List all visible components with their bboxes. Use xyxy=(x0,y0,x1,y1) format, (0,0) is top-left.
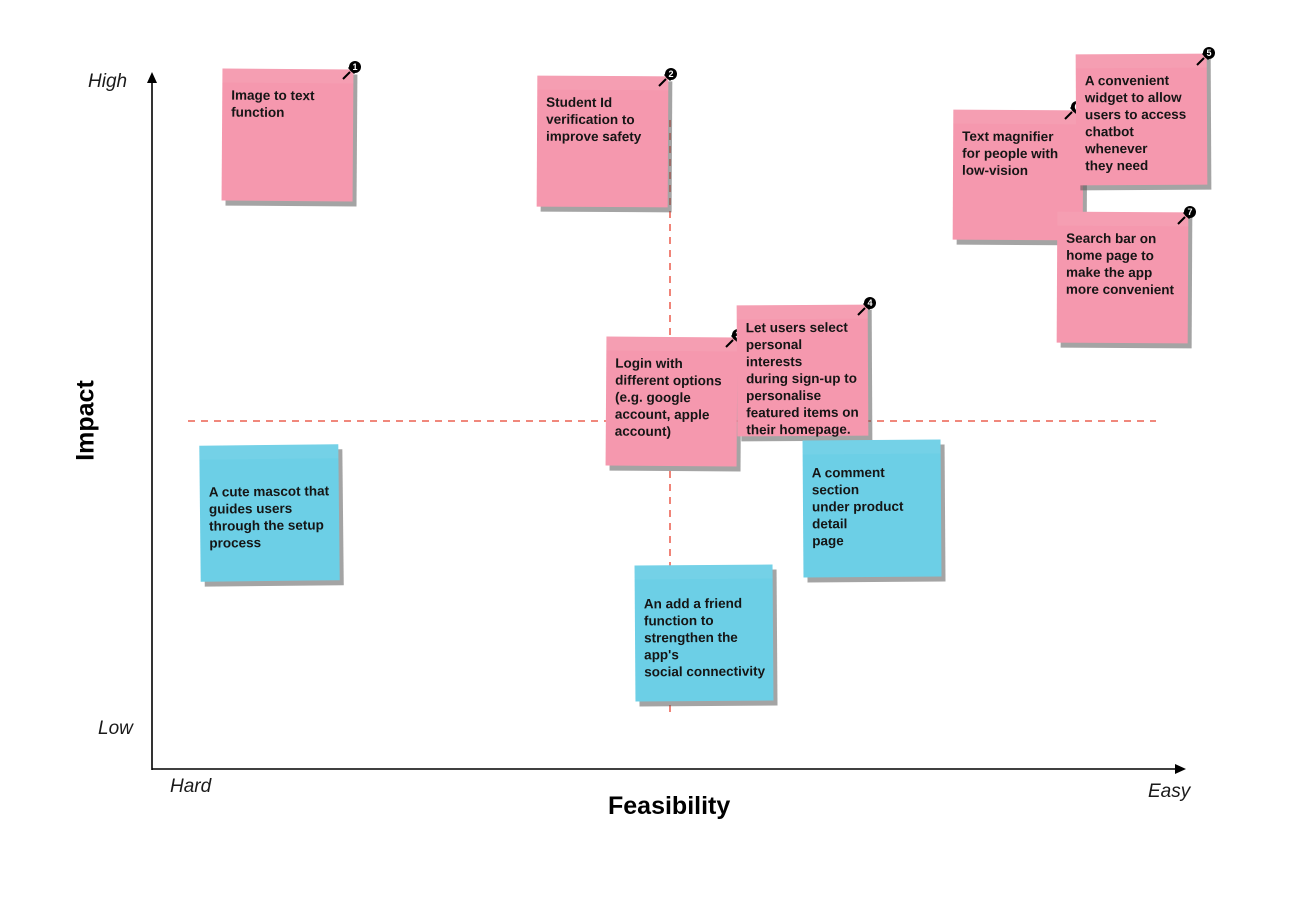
sticky-note-1[interactable]: Image to text function xyxy=(221,68,354,202)
sticky-note-text: Let users select personal interests duri… xyxy=(745,319,859,438)
sticky-note-3[interactable]: Login with different options (e.g. googl… xyxy=(605,336,738,467)
sticky-note-text: An add a friend function to strengthen t… xyxy=(643,595,766,680)
sticky-note-text: Student Id verification to improve safet… xyxy=(545,94,642,145)
pushpin-icon: 7 xyxy=(1175,205,1197,227)
x-hard-label: Hard xyxy=(170,776,212,797)
sticky-note-text: Search bar on home page to make the app … xyxy=(1065,230,1175,298)
sticky-note-text: A convenient widget to allow users to ac… xyxy=(1084,72,1187,174)
pin-number: 4 xyxy=(867,298,873,308)
x-axis-title: Feasibility xyxy=(608,792,731,820)
sticky-note-add-friend[interactable]: An add a friend function to strengthen t… xyxy=(634,564,774,702)
sticky-note-comment-section[interactable]: A comment section under product detail p… xyxy=(802,439,942,578)
pushpin-icon: 4 xyxy=(855,296,877,318)
sticky-note-5[interactable]: A convenient widget to allow users to ac… xyxy=(1075,53,1208,186)
y-high-label: High xyxy=(88,71,128,92)
x-easy-label: Easy xyxy=(1148,781,1191,802)
pin-number: 7 xyxy=(1187,207,1193,217)
y-axis-title: Impact xyxy=(71,380,100,461)
sticky-note-text: Image to text function xyxy=(231,87,315,120)
sticky-note-text: Text magnifier for people with low-visio… xyxy=(961,128,1059,179)
sticky-note-7[interactable]: Search bar on home page to make the app … xyxy=(1056,211,1189,344)
sticky-note-2[interactable]: Student Id verification to improve safet… xyxy=(536,75,669,208)
sticky-note-mascot[interactable]: A cute mascot that guides users through … xyxy=(199,444,340,582)
sticky-note-text: A comment section under product detail p… xyxy=(811,464,904,549)
pin-number: 5 xyxy=(1206,48,1212,58)
pin-number: 1 xyxy=(352,62,358,72)
sticky-note-text: Login with different options (e.g. googl… xyxy=(614,355,722,439)
sticky-note-text: A cute mascot that guides users through … xyxy=(208,483,330,551)
pushpin-icon: 1 xyxy=(340,60,362,82)
pushpin-icon: 5 xyxy=(1194,46,1216,68)
pushpin-icon: 2 xyxy=(656,67,678,89)
x-axis-arrowhead xyxy=(1175,764,1186,774)
y-low-label: Low xyxy=(98,718,133,739)
pin-number: 2 xyxy=(668,69,674,79)
sticky-note-4[interactable]: Let users select personal interests duri… xyxy=(736,304,869,438)
y-axis-arrowhead xyxy=(147,72,157,83)
